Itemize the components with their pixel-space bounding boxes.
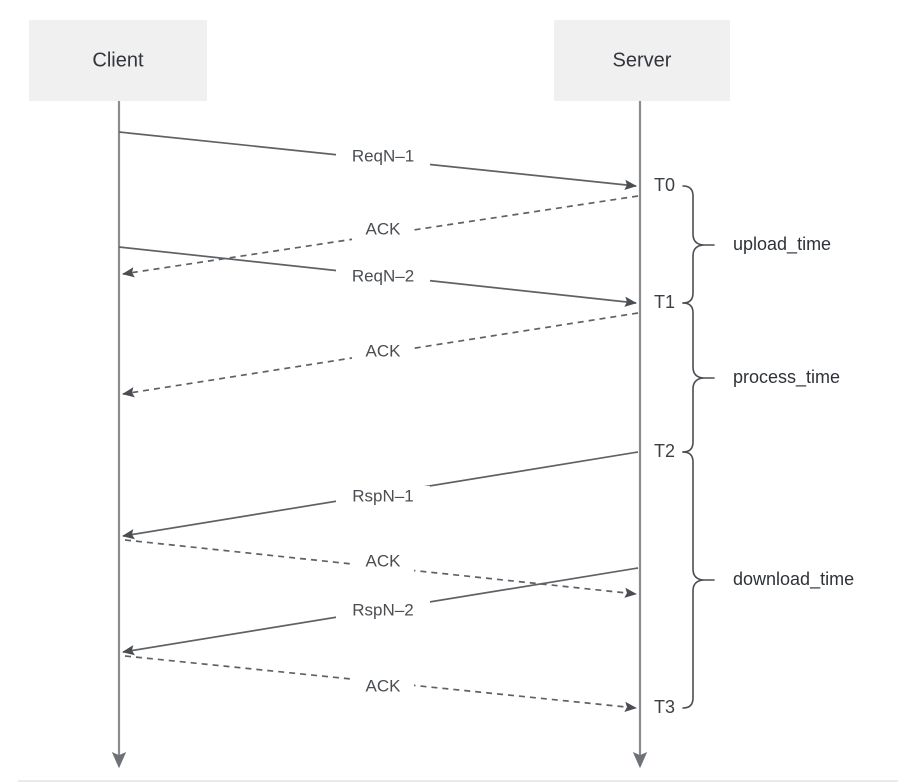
message-line-ack-2 — [122, 312, 639, 398]
message-ack-3[interactable]: ACK — [124, 539, 637, 598]
participant-server[interactable]: Server — [554, 20, 730, 101]
interval-label-upload-time: upload_time — [733, 234, 831, 255]
message-ack-2[interactable]: ACK — [122, 312, 639, 398]
message-req-n-1[interactable]: ReqN–1 — [118, 131, 637, 190]
message-label-ack-3: ACK — [366, 551, 402, 570]
message-line-ack-1 — [122, 195, 639, 278]
message-label-bg-rsp-n-2 — [336, 600, 430, 622]
message-label-rsp-n-1: RspN–1 — [352, 486, 413, 505]
participant-box-client — [29, 20, 207, 101]
brace-process-time — [682, 302, 704, 453]
message-label-req-n-1: ReqN–1 — [352, 146, 414, 165]
interval-download-time: download_time — [682, 451, 854, 709]
message-label-ack-1: ACK — [366, 219, 402, 238]
message-req-n-2[interactable]: ReqN–2 — [118, 246, 637, 307]
message-label-bg-req-n-1 — [336, 146, 430, 168]
interval-upload-time: upload_time — [682, 185, 831, 304]
time-marker-t3: T3 — [654, 697, 675, 717]
participant-box-server — [554, 20, 730, 101]
time-marker-t1: T1 — [654, 292, 675, 312]
message-label-bg-req-n-2 — [336, 266, 430, 288]
brace-download-time — [682, 451, 704, 709]
message-label-bg-ack-1 — [352, 219, 414, 241]
time-marker-t2: T2 — [654, 441, 675, 461]
message-label-bg-ack-2 — [352, 341, 414, 363]
participant-label-client: Client — [92, 49, 144, 71]
message-label-req-n-2: ReqN–2 — [352, 266, 414, 285]
interval-label-download-time: download_time — [733, 569, 854, 590]
message-label-bg-ack-4 — [352, 676, 414, 698]
message-rsp-n-1[interactable]: RspN–1 — [122, 451, 639, 540]
message-label-rsp-n-2: RspN–2 — [352, 600, 413, 619]
interval-process-time: process_time — [682, 302, 840, 453]
time-marker-t0: T0 — [654, 175, 675, 195]
interval-label-process-time: process_time — [733, 367, 840, 388]
message-rsp-n-2[interactable]: RspN–2 — [122, 567, 639, 656]
message-ack-1[interactable]: ACK — [122, 195, 639, 278]
message-ack-4[interactable]: ACK — [124, 655, 637, 712]
brace-upload-time — [682, 185, 704, 304]
message-label-bg-rsp-n-1 — [336, 486, 430, 508]
message-label-ack-4: ACK — [366, 676, 402, 695]
participant-label-server: Server — [613, 49, 672, 71]
participant-client[interactable]: Client — [29, 20, 207, 101]
message-label-bg-ack-3 — [352, 551, 414, 573]
lifelines-group — [111, 101, 648, 769]
message-label-ack-2: ACK — [366, 341, 402, 360]
